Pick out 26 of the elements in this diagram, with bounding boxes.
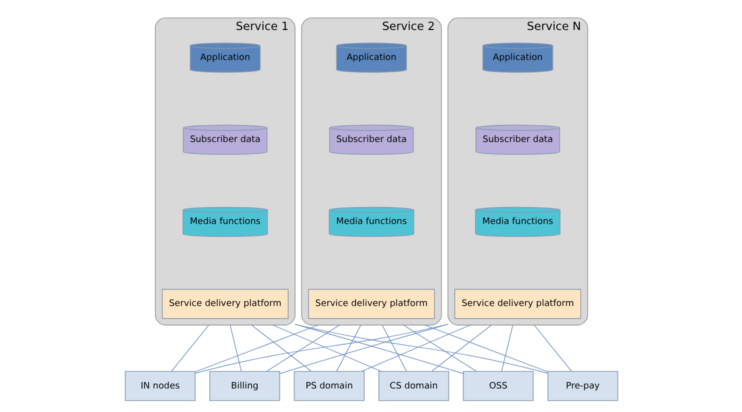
node-box: Service delivery platform bbox=[308, 288, 434, 319]
node-box: CS domain bbox=[378, 370, 449, 402]
connector bbox=[272, 324, 381, 372]
connector bbox=[250, 324, 312, 372]
connector bbox=[381, 324, 406, 372]
node-box: Service delivery platform bbox=[161, 288, 288, 319]
connector bbox=[336, 324, 361, 372]
connector bbox=[170, 324, 209, 372]
connector bbox=[194, 324, 448, 374]
node-box: IN nodes bbox=[124, 370, 196, 402]
node-box: OSS bbox=[462, 370, 534, 402]
node-box: Pre-pay bbox=[546, 370, 618, 402]
connector bbox=[361, 324, 470, 372]
node-box: Service delivery platform bbox=[454, 288, 581, 319]
connector bbox=[194, 324, 318, 372]
node-box: PS domain bbox=[293, 370, 364, 402]
connector bbox=[278, 324, 448, 374]
connector bbox=[402, 324, 476, 372]
connector bbox=[500, 324, 513, 372]
connector bbox=[533, 324, 572, 372]
connector bbox=[294, 324, 548, 374]
node-box: Billing bbox=[208, 370, 280, 402]
connector bbox=[430, 324, 492, 372]
connector bbox=[266, 324, 340, 372]
connector bbox=[424, 324, 548, 372]
connector bbox=[229, 324, 242, 372]
